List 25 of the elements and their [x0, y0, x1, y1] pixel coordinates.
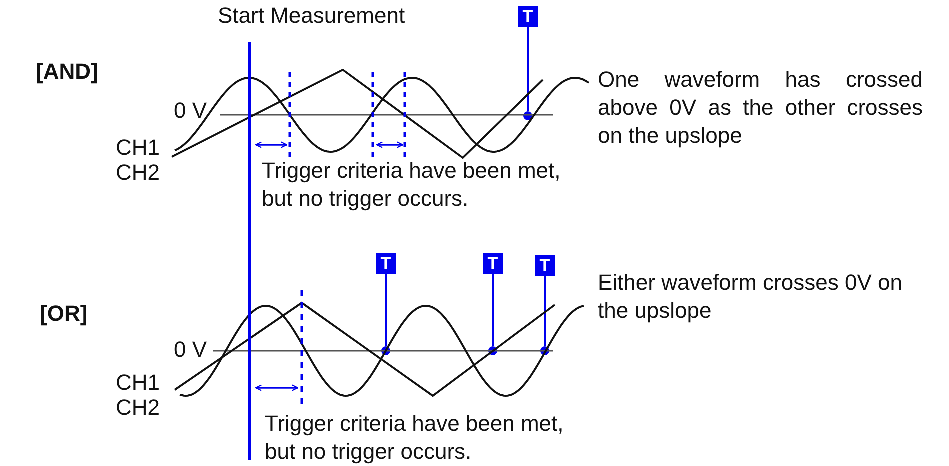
- trigger-stem: [492, 274, 494, 346]
- axis-label: 0 V: [174, 97, 208, 125]
- trigger-stem: [544, 276, 546, 346]
- crossing-dot: [382, 346, 390, 356]
- caption-text: Start Measurement: [218, 2, 406, 30]
- axis-label: 0 V: [174, 336, 208, 364]
- mode-heading: [OR]: [40, 300, 88, 328]
- note-text: Trigger criteria have been met, but no trigger occurs.: [262, 157, 562, 213]
- channel-label: CH1: [116, 369, 160, 397]
- trigger-marker: T: [376, 253, 396, 274]
- description-text: One waveform has crossed above 0V as the other crosses on the upslope: [598, 66, 923, 150]
- trigger-marker: T: [535, 255, 555, 276]
- channel-label: CH2: [116, 159, 160, 187]
- mode-heading: [AND]: [36, 58, 98, 86]
- trigger-stem: [527, 27, 529, 112]
- channel-label: CH1: [116, 134, 160, 162]
- trigger-marker: T: [518, 6, 538, 27]
- trigger-stem: [385, 274, 387, 346]
- crossing-dot: [540, 346, 550, 356]
- trigger-marker: T: [483, 253, 503, 274]
- note-text: Trigger criteria have been met, but no trigger occurs.: [265, 410, 565, 466]
- crossing-dot: [488, 346, 498, 356]
- crossing-dot: [524, 112, 532, 120]
- channel-label: CH2: [116, 394, 160, 422]
- description-text: Either waveform crosses 0V on the upslope: [598, 269, 904, 325]
